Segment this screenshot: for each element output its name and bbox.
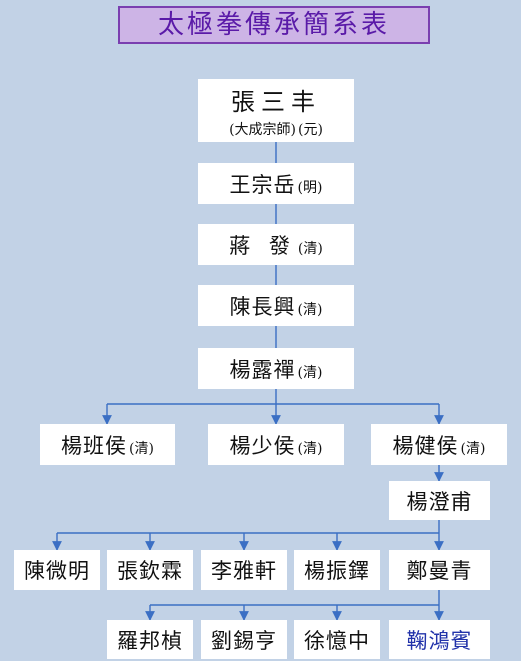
node-zheng-manqing: 鄭曼青 xyxy=(389,550,490,590)
node-name: 劉錫亨 xyxy=(211,628,277,653)
node-name: 鞠鴻賓 xyxy=(406,628,473,653)
node-liu-xiheng: 劉錫亨 xyxy=(201,620,287,659)
node-name: 陳長興 xyxy=(229,294,296,319)
node-era: (清) xyxy=(297,440,323,457)
node-chen-weiming: 陳微明 xyxy=(14,550,100,590)
node-name: 李雅軒 xyxy=(211,559,277,583)
chart-title: 太極拳傳承簡系表 xyxy=(118,6,430,44)
node-note: (大成宗師) xyxy=(229,122,296,138)
node-wang-zongyue: 王宗岳 (明) xyxy=(198,163,354,204)
node-name: 陳微明 xyxy=(24,559,90,583)
node-yang-shaohou: 楊少侯 (清) xyxy=(208,424,344,465)
node-era: (清) xyxy=(129,440,154,457)
node-era: (清) xyxy=(460,440,486,457)
node-era: (元) xyxy=(298,122,323,138)
node-luo-bangzhen: 羅邦楨 xyxy=(107,620,193,659)
node-name: 羅邦楨 xyxy=(117,628,183,653)
node-li-yaxuan: 李雅軒 xyxy=(201,550,287,590)
node-name: 王宗岳 xyxy=(229,172,296,197)
node-name: 徐憶中 xyxy=(304,628,370,653)
node-zhang-sanfeng: 張三丰 (大成宗師) (元) xyxy=(198,79,354,142)
node-name: 楊振鐸 xyxy=(304,559,370,583)
node-name: 蔣 發 xyxy=(229,233,296,258)
node-chen-changxing: 陳長興 (清) xyxy=(198,285,354,326)
node-zhang-qinlin: 張欽霖 xyxy=(107,550,193,590)
node-yang-chengfu: 楊澄甫 xyxy=(389,481,490,520)
node-ju-hongbin: 鞠鴻賓 xyxy=(389,620,490,659)
node-name: 張欽霖 xyxy=(117,559,183,583)
node-era: (清) xyxy=(297,364,323,381)
node-yang-zhenduo: 楊振鐸 xyxy=(294,550,380,590)
node-name: 楊少侯 xyxy=(229,433,296,458)
node-name: 鄭曼青 xyxy=(406,559,473,583)
node-yang-luchan: 楊露禪 (清) xyxy=(198,348,354,389)
node-xu-yizhong: 徐憶中 xyxy=(294,620,380,659)
node-yang-banhou: 楊班侯 (清) xyxy=(40,424,175,465)
node-name: 張三丰 xyxy=(231,88,321,116)
node-name: 楊班侯 xyxy=(61,433,128,458)
node-name: 楊澄甫 xyxy=(406,489,473,514)
node-era: (清) xyxy=(297,301,323,318)
node-jiang-fa: 蔣 發 (清) xyxy=(198,224,354,265)
node-yang-jianhou: 楊健侯 (清) xyxy=(371,424,507,465)
node-name: 楊露禪 xyxy=(229,357,296,382)
node-era: (清) xyxy=(297,240,323,257)
node-era: (明) xyxy=(297,179,323,196)
node-name: 楊健侯 xyxy=(392,433,459,458)
